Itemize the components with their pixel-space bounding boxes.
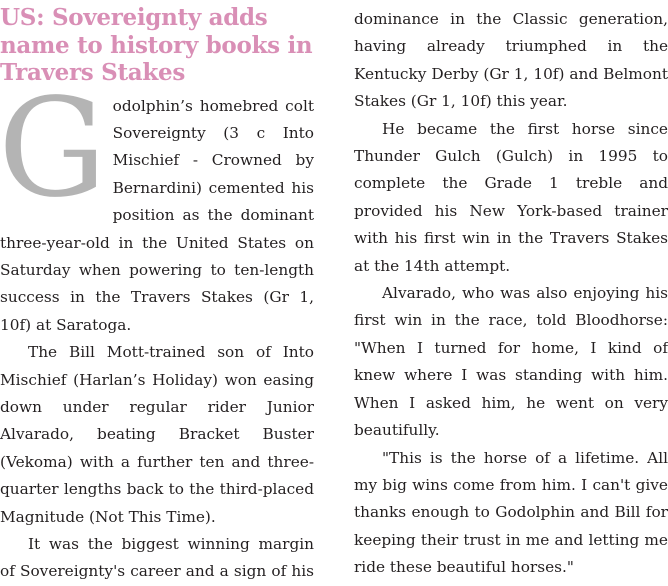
article-paragraph-4: He became the first horse since Thunder … — [354, 119, 668, 275]
article-column-right: dominance in the Classic generation, hav… — [354, 6, 668, 582]
article-paragraph-2: The Bill Mott-trained son of Into Mischi… — [0, 343, 314, 526]
article-page: US: Sovereignty adds name to history boo… — [0, 4, 668, 580]
article-paragraph-3-continued: dominance in the Classic generation, hav… — [354, 10, 668, 111]
article-paragraph-6: "This is the horse of a lifetime. All my… — [354, 448, 668, 577]
drop-cap: G — [0, 69, 107, 228]
paragraph-1-text: odolphin’s homebred colt Sovereignty (3 … — [0, 96, 314, 334]
article-paragraph-3: It was the biggest winning margin of Sov… — [0, 535, 314, 581]
article-headline: US: Sovereignty adds name to history boo… — [0, 4, 313, 86]
article-paragraph-5: Alvarado, who was also enjoying his firs… — [354, 284, 668, 440]
article-column-left: US: Sovereignty adds name to history boo… — [0, 0, 314, 586]
